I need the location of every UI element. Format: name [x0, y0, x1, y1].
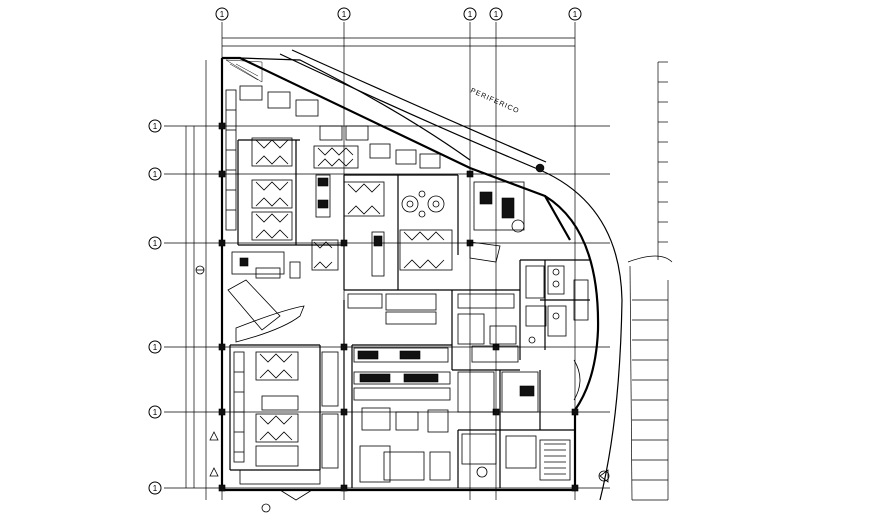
grid-bubble: 1: [148, 405, 162, 419]
booths-north: [225, 59, 441, 169]
street-label: PERIFERICO: [469, 87, 520, 115]
section-markers: [195, 265, 610, 483]
svg-text:1: 1: [220, 10, 225, 19]
grid-bubble: 1: [148, 119, 162, 133]
round-tables: [401, 190, 445, 218]
grid-bubble: 1: [148, 167, 162, 181]
grid-bubble: 1: [463, 7, 477, 21]
dining-tables-upper-left: [251, 137, 453, 271]
svg-text:1: 1: [153, 122, 158, 131]
interior-walls: [229, 139, 590, 488]
grid-lines: [164, 22, 610, 500]
grid-bubble: 1: [568, 7, 582, 21]
grid-bubble: 1: [215, 7, 229, 21]
grid-bubble: 1: [148, 481, 162, 495]
kitchen-equipment: [347, 293, 539, 483]
grid-bubbles-top: 1 1 1 1 1: [215, 7, 582, 21]
grid-bubble: 1: [489, 7, 503, 21]
restroom-fixtures: [525, 265, 589, 401]
entrance-bottom: [239, 469, 321, 513]
svg-text:1: 1: [153, 484, 158, 493]
grid-bubbles-left: 1 1 1 1 1 1: [148, 119, 162, 495]
exterior-terrain-hatch: [627, 61, 673, 501]
grid-bubble: 1: [148, 340, 162, 354]
dimension-lines: [185, 37, 575, 500]
grid-bubble: 1: [148, 236, 162, 250]
svg-text:1: 1: [153, 170, 158, 179]
terrace-furniture: [469, 181, 525, 263]
svg-text:1: 1: [153, 408, 158, 417]
dining-tables-lower-left: [233, 351, 339, 469]
service-rooms: [461, 433, 571, 481]
grid-bubble: 1: [337, 7, 351, 21]
svg-text:1: 1: [494, 10, 499, 19]
exterior-walls: [220, 56, 600, 492]
svg-text:1: 1: [153, 343, 158, 352]
lounge-seating-left: [227, 251, 305, 343]
svg-text:1: 1: [468, 10, 473, 19]
bench-seating: [225, 89, 385, 277]
svg-text:1: 1: [153, 239, 158, 248]
svg-text:1: 1: [342, 10, 347, 19]
street-edge: [279, 49, 623, 501]
svg-text:1: 1: [573, 10, 578, 19]
